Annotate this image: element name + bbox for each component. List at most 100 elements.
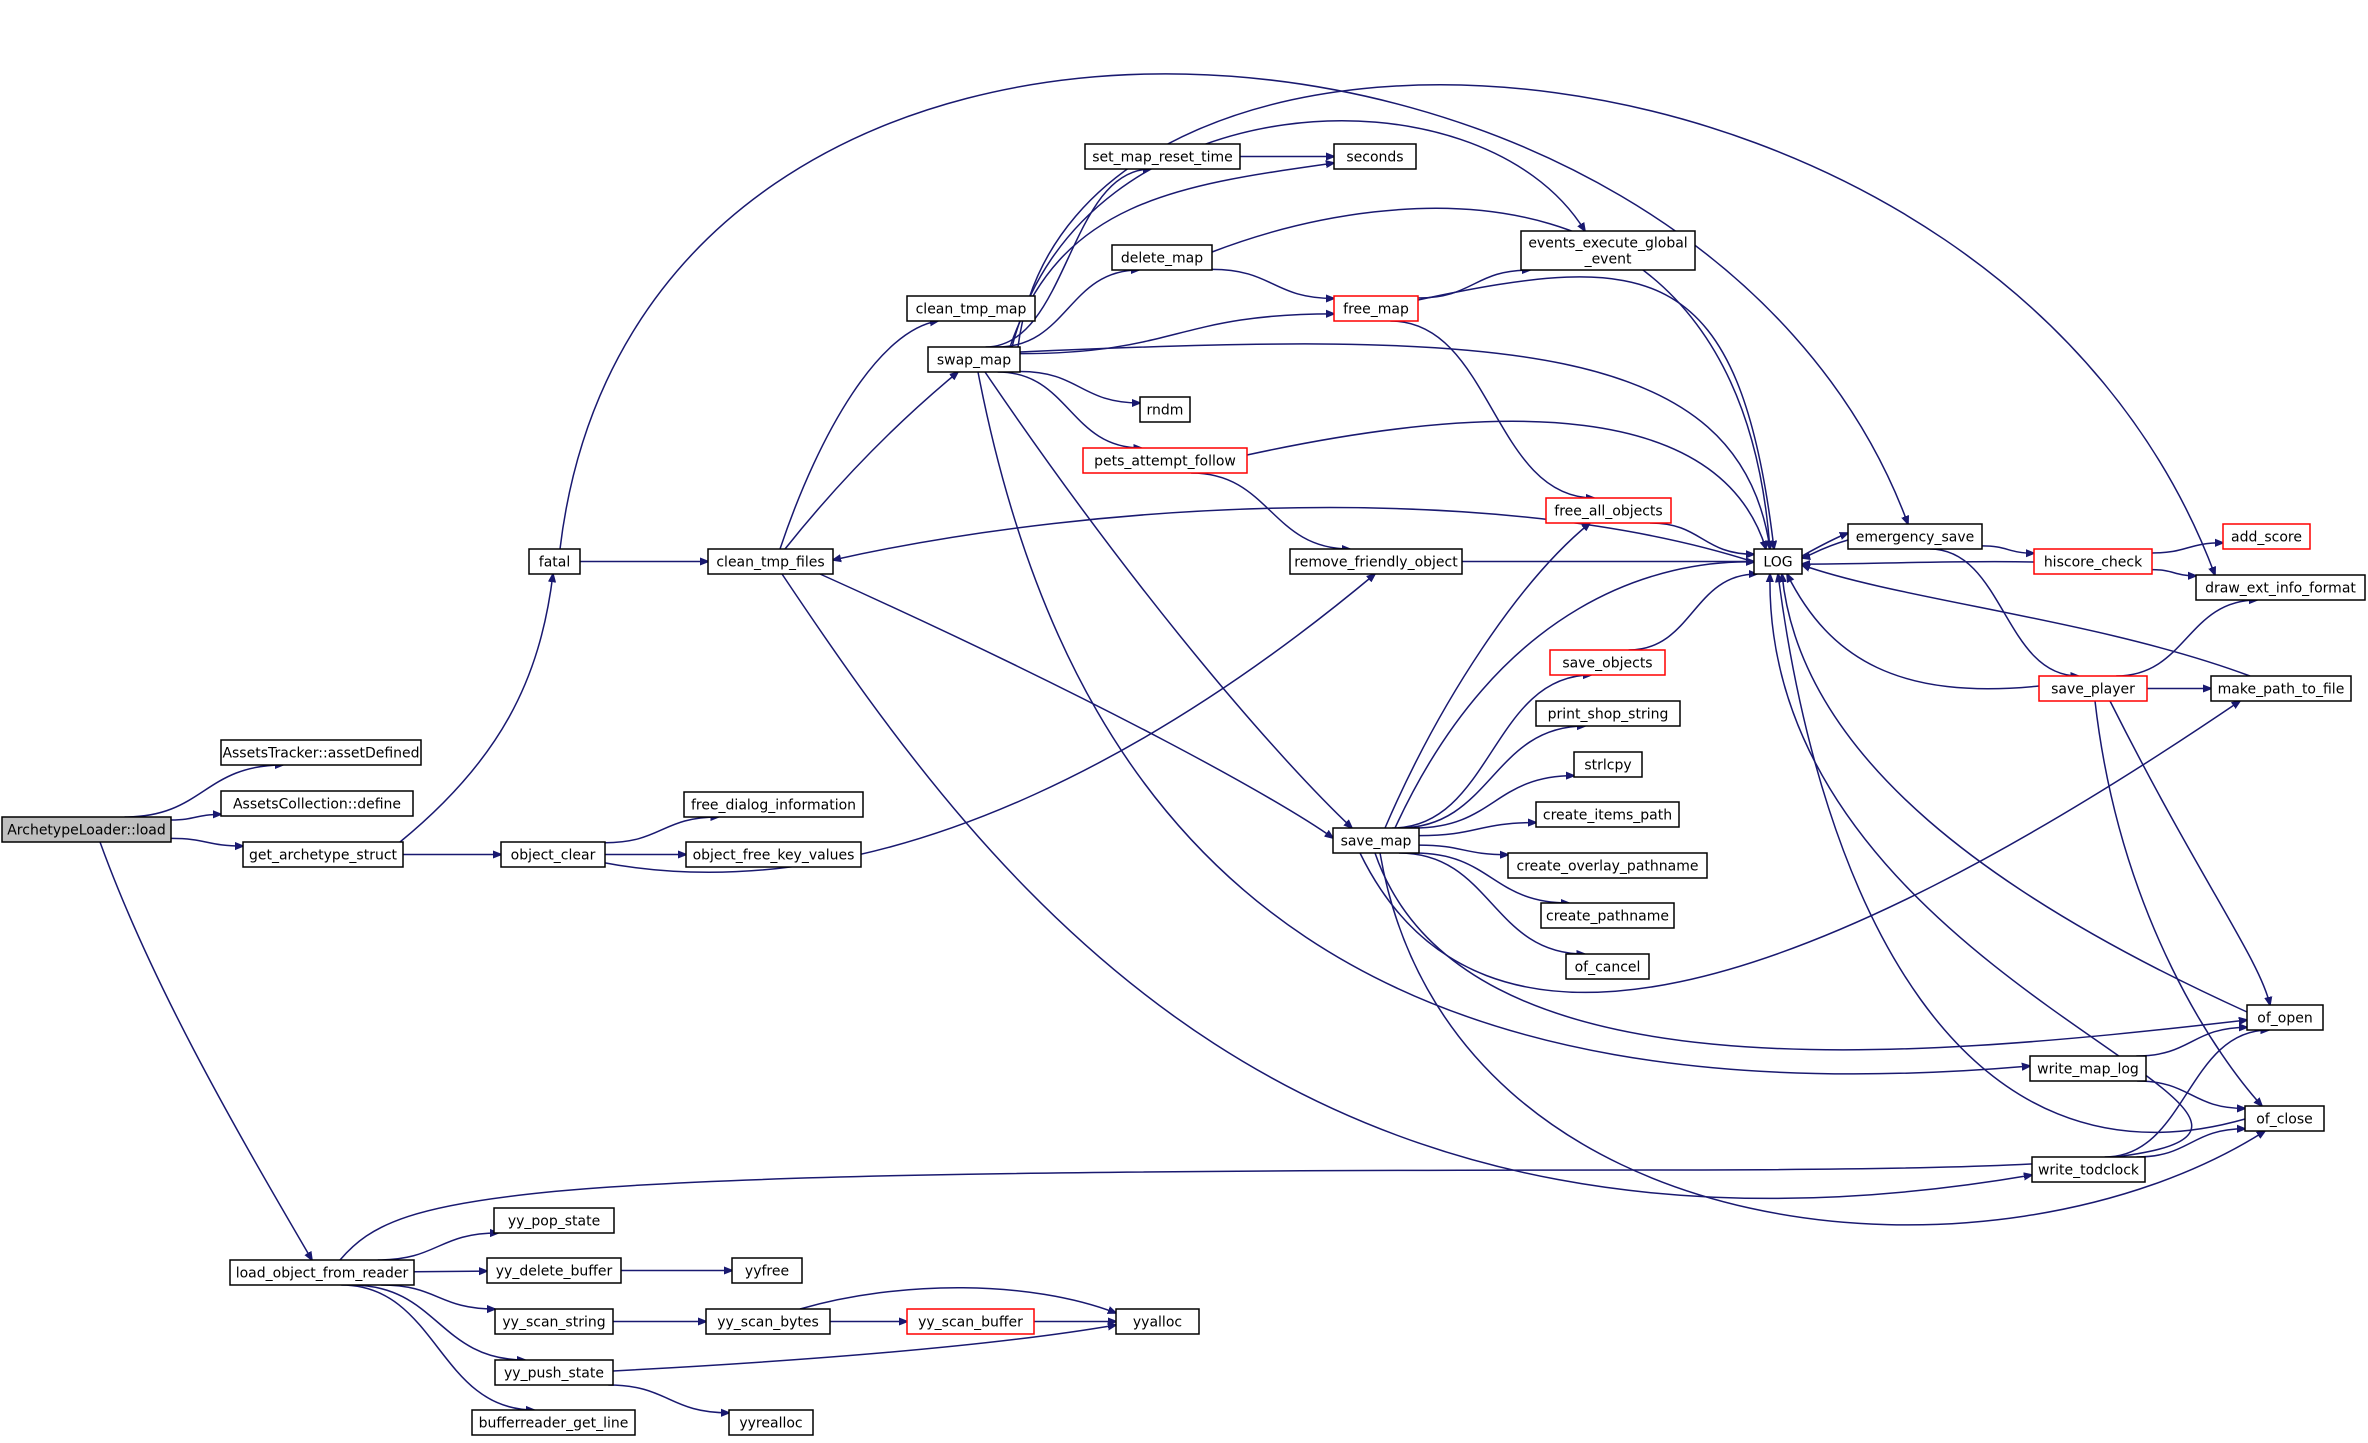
node-label: clean_tmp_files — [716, 555, 824, 571]
edge-swap_map-to-draw_ext_info_format — [1017, 84, 2215, 575]
node-strlcpy[interactable]: strlcpy — [1573, 751, 1643, 778]
node-box — [1573, 751, 1643, 778]
node-load[interactable]: ArchetypeLoader::load — [1, 816, 172, 843]
edge-write_map_log-to-of_close — [2137, 1080, 2245, 1108]
node-print_shop_string[interactable]: print_shop_string — [1535, 700, 1681, 727]
edge-load-to-assetDefined — [124, 765, 283, 818]
node-free_all_objects[interactable]: free_all_objects — [1545, 497, 1672, 524]
node-remove_friendly_object[interactable]: remove_friendly_object — [1289, 548, 1463, 575]
node-label: emergency_save — [1856, 530, 1975, 546]
node-events_execute_global_event[interactable]: events_execute_global_event — [1520, 230, 1696, 271]
node-write_map_log[interactable]: write_map_log — [2029, 1055, 2147, 1082]
node-of_cancel[interactable]: of_cancel — [1565, 953, 1650, 980]
edge-load-to-load_object_from_reader — [99, 841, 312, 1260]
node-box — [1545, 497, 1672, 524]
node-label: save_map — [1341, 834, 1412, 850]
node-save_objects[interactable]: save_objects — [1549, 649, 1666, 676]
node-box — [1535, 700, 1681, 727]
edge-swap_map-to-save_map — [984, 371, 1352, 828]
edge-load-to-get_archetype_struct — [170, 837, 243, 846]
node-label: set_map_reset_time — [1092, 150, 1233, 166]
node-free_dialog_information[interactable]: free_dialog_information — [683, 791, 864, 818]
node-box — [2244, 1105, 2325, 1132]
node-box — [242, 841, 404, 868]
node-yy_pop_state[interactable]: yy_pop_state — [493, 1207, 615, 1234]
node-load_object_from_reader[interactable]: load_object_from_reader — [229, 1259, 415, 1286]
node-yy_scan_string[interactable]: yy_scan_string — [494, 1308, 614, 1335]
node-clean_tmp_files[interactable]: clean_tmp_files — [707, 548, 834, 575]
node-label: print_shop_string — [1548, 707, 1669, 723]
node-assetDefined[interactable]: AssetsTracker::assetDefined — [220, 739, 422, 766]
edge-yy_push_state-to-yyalloc — [612, 1325, 1116, 1372]
node-create_pathname[interactable]: create_pathname — [1540, 902, 1675, 929]
node-draw_ext_info_format[interactable]: draw_ext_info_format — [2195, 574, 2366, 601]
node-rndm[interactable]: rndm — [1139, 396, 1191, 423]
node-yy_push_state[interactable]: yy_push_state — [494, 1359, 614, 1386]
node-box — [2246, 1004, 2324, 1031]
node-label: remove_friendly_object — [1294, 555, 1458, 571]
node-label: make_path_to_file — [2218, 682, 2345, 698]
edge-save_map-to-free_all_objects — [1384, 523, 1590, 829]
node-label: create_overlay_pathname — [1517, 859, 1699, 875]
node-clean_tmp_map[interactable]: clean_tmp_map — [906, 295, 1036, 322]
node-of_close[interactable]: of_close — [2244, 1105, 2325, 1132]
node-emergency_save[interactable]: emergency_save — [1847, 523, 1983, 550]
edge-of_open-to-LOG — [1782, 574, 2248, 1013]
node-save_player[interactable]: save_player — [2038, 675, 2148, 702]
node-label: of_open — [2257, 1011, 2312, 1027]
node-label: AssetsTracker::assetDefined — [222, 746, 419, 762]
node-yy_scan_bytes[interactable]: yy_scan_bytes — [705, 1308, 831, 1335]
node-create_overlay_pathname[interactable]: create_overlay_pathname — [1507, 852, 1708, 879]
node-hiscore_check[interactable]: hiscore_check — [2033, 548, 2153, 575]
node-label: yy_scan_string — [502, 1315, 605, 1331]
node-object_free_key_values[interactable]: object_free_key_values — [685, 841, 862, 868]
node-label: of_cancel — [1575, 960, 1641, 976]
node-box — [1111, 244, 1213, 271]
node-free_map[interactable]: free_map — [1333, 295, 1419, 322]
node-yy_scan_buffer[interactable]: yy_scan_buffer — [906, 1308, 1035, 1335]
node-box — [494, 1359, 614, 1386]
edge-free_all_objects-to-LOG — [1650, 522, 1754, 554]
edge-load_object_from_reader-to-yy_scan_string — [381, 1284, 495, 1309]
node-add_score[interactable]: add_score — [2222, 523, 2311, 550]
node-swap_map[interactable]: swap_map — [927, 346, 1021, 373]
edge-swap_map-to-events_execute_global_event — [1011, 120, 1585, 348]
edge-save_map-to-strlcpy — [1414, 776, 1574, 829]
node-object_clear[interactable]: object_clear — [500, 841, 606, 868]
edge-save_player-to-draw_ext_info_format — [2116, 600, 2257, 677]
edge-get_archetype_struct-to-fatal — [399, 574, 553, 843]
node-yy_delete_buffer[interactable]: yy_delete_buffer — [486, 1257, 622, 1284]
node-box — [2195, 574, 2366, 601]
node-make_path_to_file[interactable]: make_path_to_file — [2210, 675, 2352, 702]
node-save_map[interactable]: save_map — [1332, 827, 1420, 854]
node-seconds[interactable]: seconds — [1333, 143, 1417, 170]
node-LOG[interactable]: LOG — [1753, 548, 1803, 575]
node-box — [220, 790, 414, 817]
node-label: hiscore_check — [2044, 555, 2143, 571]
node-set_map_reset_time[interactable]: set_map_reset_time — [1084, 143, 1241, 170]
node-box — [707, 548, 834, 575]
node-yyalloc[interactable]: yyalloc — [1115, 1308, 1200, 1335]
edge-delete_map-to-LOG — [1211, 207, 1770, 549]
node-get_archetype_struct[interactable]: get_archetype_struct — [242, 841, 404, 868]
node-define[interactable]: AssetsCollection::define — [220, 790, 414, 817]
node-create_items_path[interactable]: create_items_path — [1535, 801, 1680, 828]
node-box — [2029, 1055, 2147, 1082]
edge-save_map-to-make_path_to_file — [1359, 701, 2240, 994]
node-label: free_dialog_information — [691, 798, 856, 814]
edge-swap_map-to-LOG — [1019, 343, 1770, 549]
node-yyfree[interactable]: yyfree — [731, 1257, 803, 1284]
edge-clean_tmp_files-to-swap_map — [784, 372, 958, 550]
node-yyrealloc[interactable]: yyrealloc — [728, 1409, 814, 1436]
node-box — [1139, 396, 1191, 423]
node-write_todclock[interactable]: write_todclock — [2031, 1156, 2146, 1183]
edge-write_map_log-to-of_open — [2136, 1027, 2247, 1057]
edge-free_map-to-events_execute_global_event — [1417, 270, 1530, 299]
node-bufferreader_get_line[interactable]: bufferreader_get_line — [471, 1409, 636, 1436]
node-box — [1507, 852, 1708, 879]
node-of_open[interactable]: of_open — [2246, 1004, 2324, 1031]
node-pets_attempt_follow[interactable]: pets_attempt_follow — [1082, 447, 1248, 474]
node-box — [2033, 548, 2153, 575]
node-fatal[interactable]: fatal — [528, 548, 581, 575]
node-delete_map[interactable]: delete_map — [1111, 244, 1213, 271]
